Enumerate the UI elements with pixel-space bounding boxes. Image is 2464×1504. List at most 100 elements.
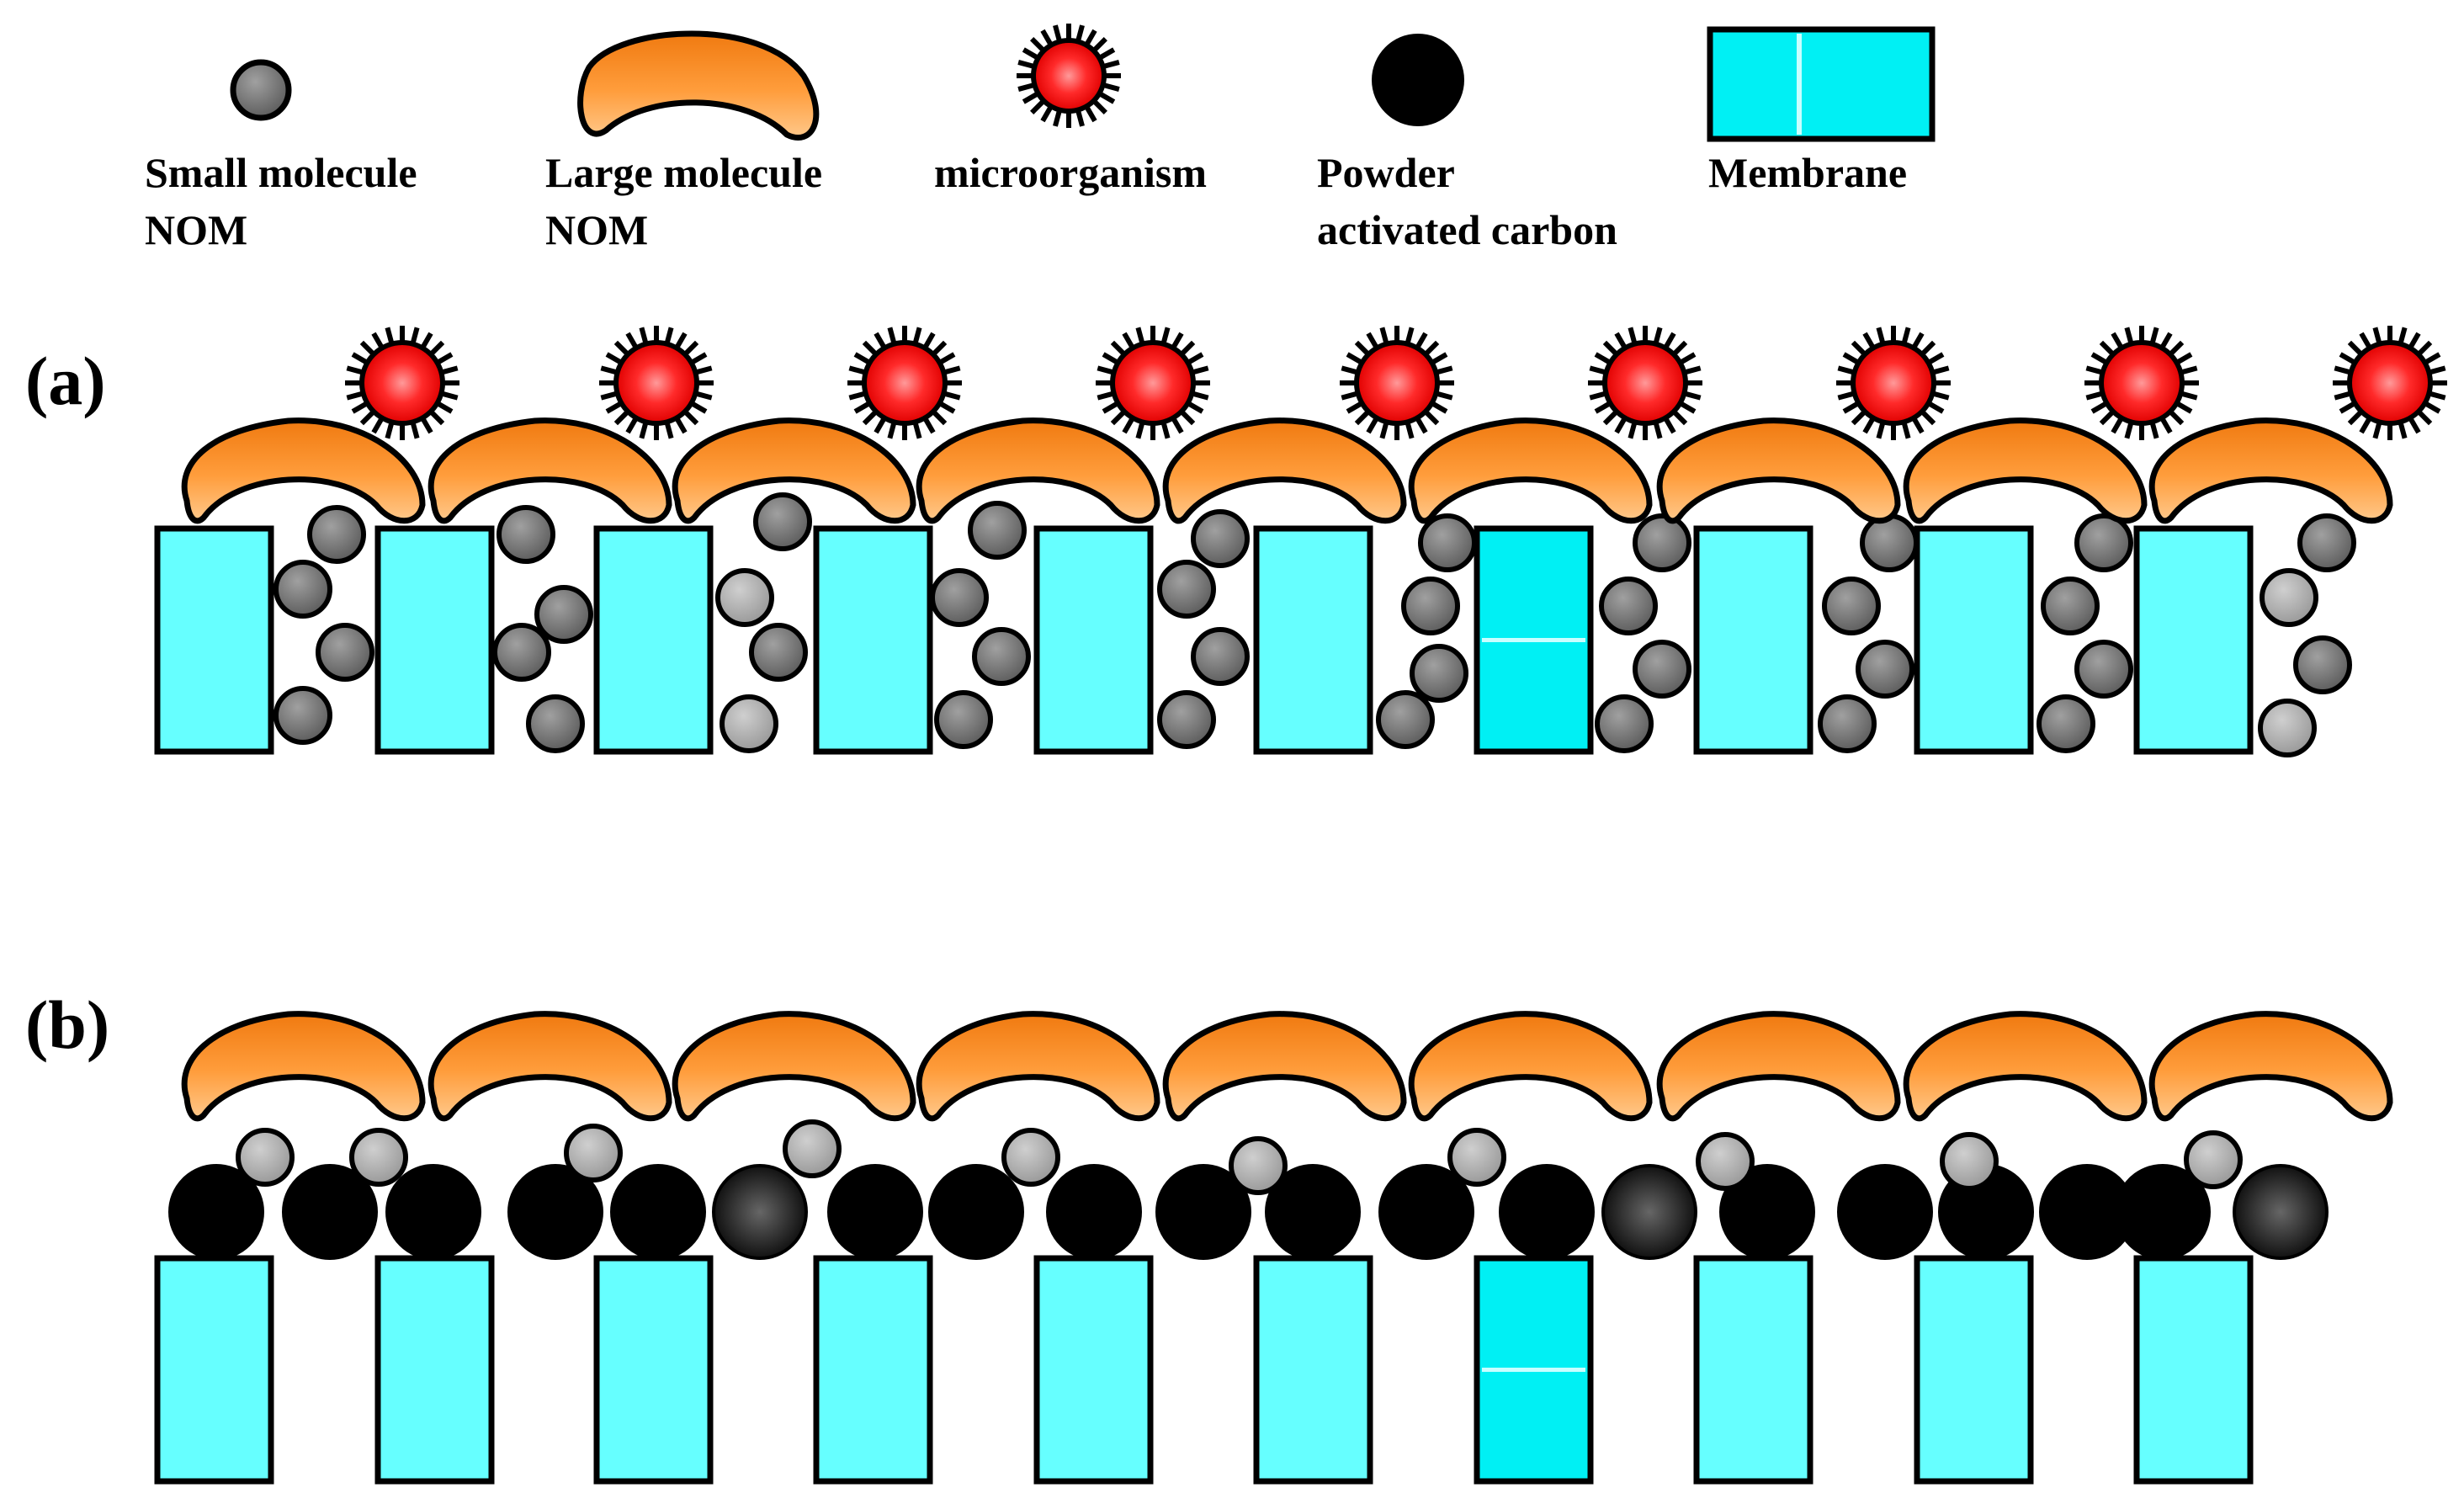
legend-microorganism-label: microorganism bbox=[934, 149, 1207, 196]
microorganism-spike bbox=[1589, 365, 1606, 375]
powder-activated-carbon bbox=[1046, 1164, 1142, 1260]
microorganism-spike bbox=[430, 411, 445, 426]
membrane-segment bbox=[154, 1255, 274, 1485]
microorganism-spike bbox=[2398, 423, 2408, 439]
legend-large-nom: Large molecule NOM bbox=[545, 30, 822, 253]
membrane-segment bbox=[1914, 1255, 2034, 1485]
microorganism-spike bbox=[1192, 365, 1209, 375]
microorganism-spike bbox=[1654, 327, 1663, 343]
microorganism-spike bbox=[1075, 24, 1085, 41]
microorganism-spike bbox=[2181, 365, 2198, 375]
microorganism-spike bbox=[437, 352, 454, 364]
microorganism-body bbox=[1851, 340, 1936, 426]
small-nom bbox=[1001, 1128, 1060, 1187]
powder-activated-carbon bbox=[928, 1164, 1024, 1260]
microorganism-spike bbox=[1102, 352, 1118, 364]
large-nom bbox=[1903, 1011, 2148, 1122]
microorganism-spike bbox=[1171, 417, 1184, 434]
microorganism-spike bbox=[2085, 365, 2102, 375]
microorganism-spike bbox=[1122, 417, 1134, 434]
microorganism-spike bbox=[385, 423, 394, 439]
legend-small-nom: Small molecule NOM bbox=[145, 59, 417, 253]
membrane-segment bbox=[2133, 1255, 2254, 1485]
panel-a bbox=[154, 326, 2447, 757]
small-nom bbox=[968, 501, 1027, 560]
powder-activated-carbon bbox=[168, 1164, 264, 1260]
large-nom bbox=[181, 417, 426, 524]
microorganism-spike bbox=[1181, 340, 1196, 355]
microorganism-spike bbox=[853, 352, 870, 364]
small-nom-icon bbox=[230, 59, 292, 121]
small-nom bbox=[1633, 513, 1691, 572]
small-nom bbox=[2074, 640, 2133, 699]
microorganism-spike bbox=[2111, 417, 2123, 434]
microorganism-spike bbox=[1628, 327, 1637, 343]
microorganism-spike bbox=[1354, 340, 1369, 355]
small-nom bbox=[749, 623, 808, 682]
panel-a-label: (a) bbox=[25, 343, 106, 419]
microorganism-spike bbox=[600, 391, 617, 401]
small-nom bbox=[1696, 1132, 1755, 1191]
microorganism-spike bbox=[1085, 29, 1097, 45]
microorganism-spike bbox=[1097, 365, 1113, 375]
microorganism-spike bbox=[351, 352, 368, 364]
microorganism-spike bbox=[2372, 423, 2382, 439]
small-nom bbox=[720, 694, 778, 753]
microorganism-spike bbox=[1030, 99, 1045, 114]
microorganism-spike bbox=[923, 332, 936, 348]
membrane-segment bbox=[2133, 525, 2254, 755]
legend: Small molecule NOM Large molecule NOM mi… bbox=[145, 24, 1936, 253]
small-nom bbox=[1447, 1128, 1506, 1187]
microorganism-spike bbox=[1431, 401, 1448, 414]
legend-large-nom-line1: Large molecule bbox=[545, 149, 822, 196]
large-nom bbox=[1408, 417, 1653, 524]
legend-small-nom-line1: Small molecule bbox=[145, 149, 417, 196]
microorganism-spike bbox=[442, 391, 459, 401]
microorganism-spike bbox=[1902, 423, 1911, 439]
microorganism-spike bbox=[913, 327, 922, 343]
small-nom bbox=[2293, 635, 2352, 694]
microorganism-spike bbox=[371, 417, 384, 434]
microorganism-spike bbox=[1921, 411, 1936, 426]
small-nom bbox=[1818, 694, 1877, 753]
microorganism-spike bbox=[1053, 24, 1062, 41]
small-nom bbox=[1633, 640, 1691, 699]
microorganism-spike bbox=[939, 401, 956, 414]
powder-activated-carbon bbox=[1499, 1164, 1595, 1260]
powder-activated-carbon bbox=[507, 1164, 603, 1260]
microorganism-body bbox=[2347, 340, 2433, 426]
microorganism-spike bbox=[848, 391, 865, 401]
small-nom bbox=[1595, 694, 1654, 753]
microorganism-spike bbox=[691, 401, 708, 414]
small-nom bbox=[934, 690, 993, 749]
microorganism-spike bbox=[1842, 352, 1859, 364]
legend-pac: Powder activated carbon bbox=[1317, 34, 1617, 253]
microorganism-spike bbox=[1425, 340, 1440, 355]
microorganism-spike bbox=[346, 365, 363, 375]
powder-activated-carbon bbox=[2233, 1164, 2329, 1260]
large-nom-icon bbox=[577, 30, 820, 141]
microorganism-spike bbox=[2347, 340, 2362, 355]
microorganism-spike bbox=[1017, 82, 1034, 92]
microorganism-spike bbox=[2424, 352, 2441, 364]
microorganism-spike bbox=[600, 365, 617, 375]
microorganism-spike bbox=[385, 327, 394, 343]
legend-microorganism: microorganism bbox=[934, 24, 1207, 196]
microorganism-spike bbox=[1436, 391, 1453, 401]
microorganism-spike bbox=[605, 352, 622, 364]
microorganism-spike bbox=[2124, 327, 2133, 343]
microorganism-spike bbox=[1161, 423, 1171, 439]
microorganism-spike bbox=[691, 352, 708, 364]
microorganism-spike bbox=[1594, 401, 1611, 414]
microorganism-spike bbox=[1135, 327, 1144, 343]
microorganism-spike bbox=[1654, 423, 1663, 439]
microorganism-spike bbox=[862, 411, 877, 426]
large-nom bbox=[1903, 417, 2148, 524]
microorganism-spike bbox=[1680, 401, 1697, 414]
small-nom bbox=[1856, 640, 1914, 699]
microorganism-spike bbox=[2334, 365, 2350, 375]
microorganism-spike bbox=[1921, 340, 1936, 355]
microorganism-body bbox=[1110, 340, 1196, 426]
powder-activated-carbon bbox=[1837, 1164, 1933, 1260]
large-nom bbox=[181, 1011, 426, 1122]
